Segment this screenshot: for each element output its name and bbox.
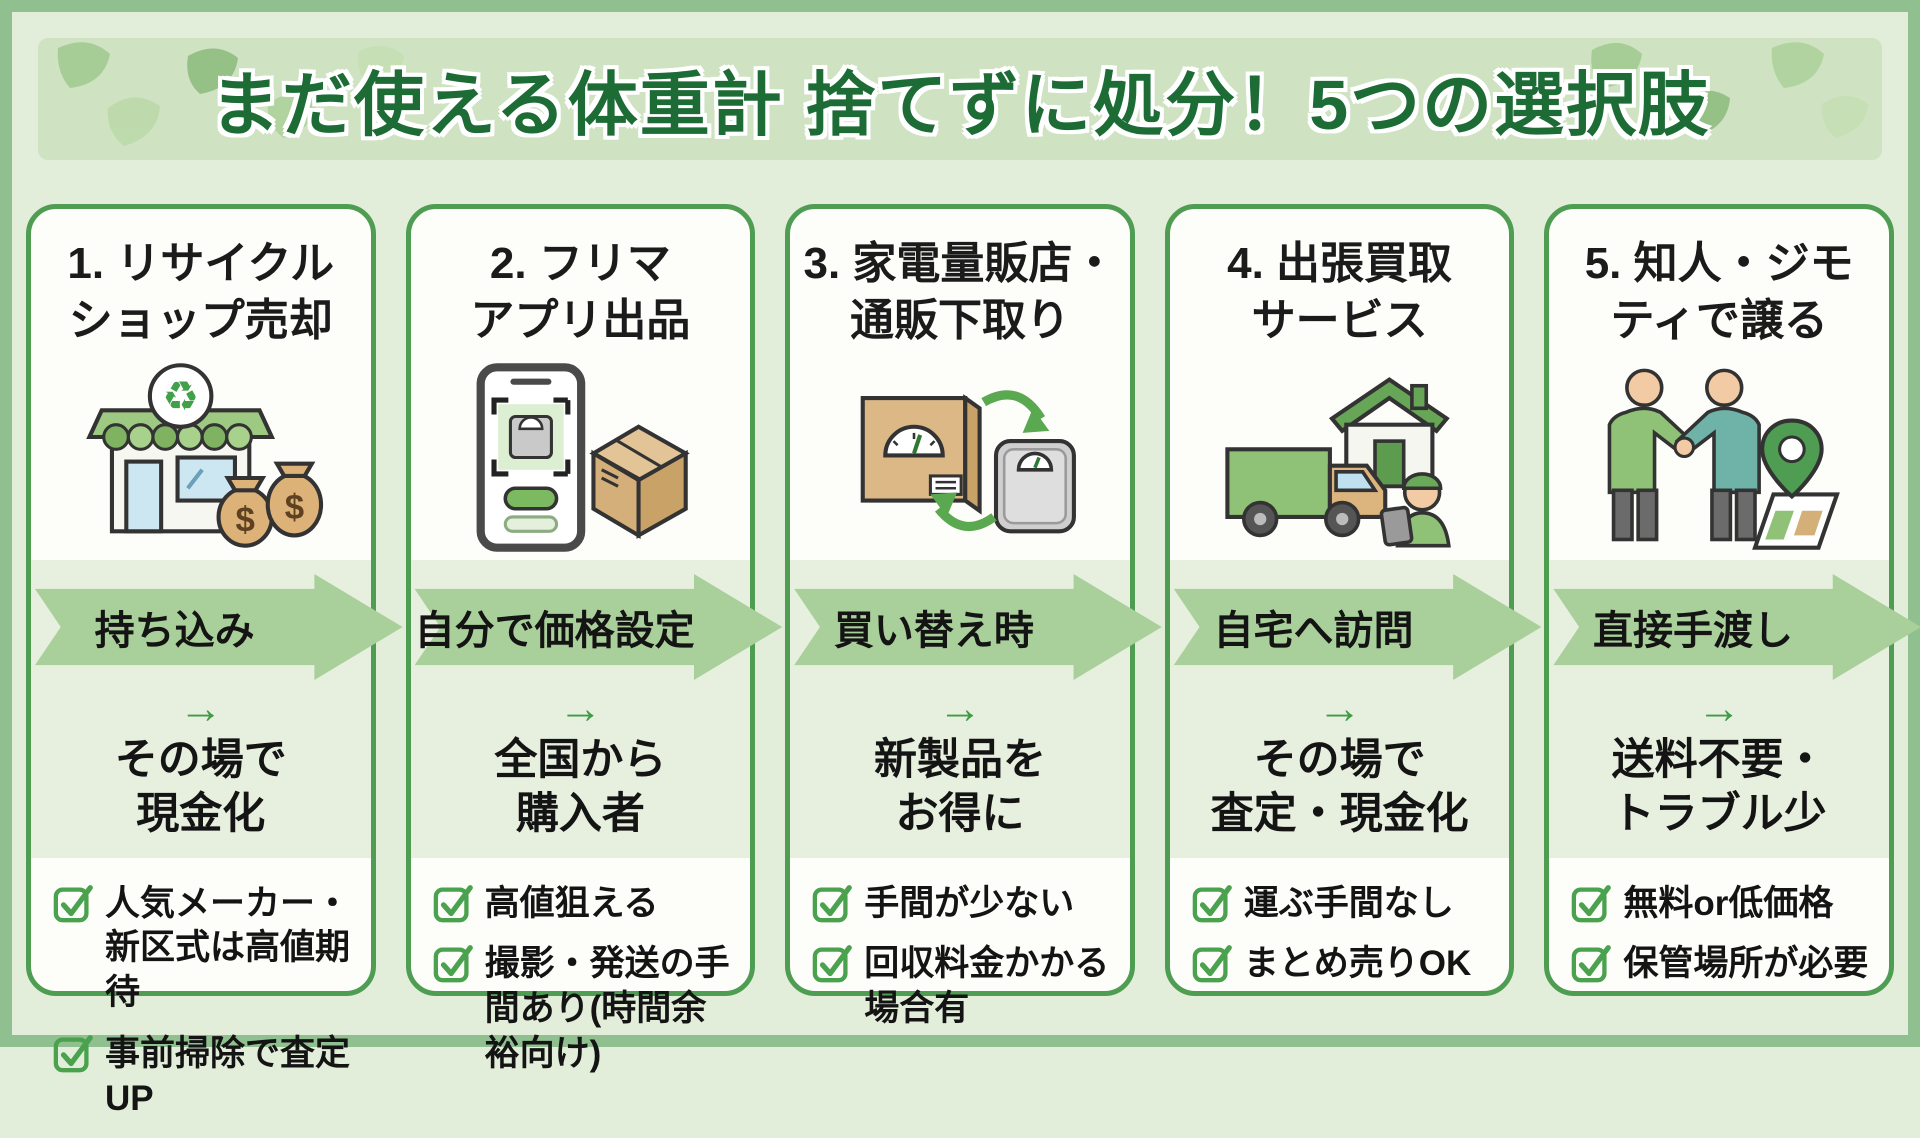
checkbox-icon bbox=[1572, 945, 1612, 983]
flow-band: 自宅へ訪問 → その場で 査定・現金化 bbox=[1169, 560, 1542, 858]
title-banner: まだ使える体重計 捨てずに処分！5つの選択肢 bbox=[38, 38, 1882, 160]
card-tradein: 3. 家電量販店・ 通販下取り bbox=[785, 204, 1162, 1028]
check-list: 無料or低価格 保管場所が必要 bbox=[1549, 858, 1889, 1004]
down-step-arrow-icon: → bbox=[558, 684, 603, 733]
check-item: 回収料金かかる場合有 bbox=[812, 942, 1112, 1032]
card-title: 3. 家電量販店・ 通販下取り bbox=[803, 239, 1117, 346]
card-title: 4. 出張買取 サービス bbox=[1227, 239, 1453, 346]
flow-arrow bbox=[1173, 574, 1542, 680]
down-step-arrow-icon: → bbox=[1317, 684, 1362, 733]
card-recycle-shop: 1. リサイクル ショップ売却 ♻ $ $ bbox=[26, 204, 403, 1118]
check-text: 運ぶ手間なし bbox=[1243, 883, 1454, 923]
check-item: 手間が少ない bbox=[812, 882, 1112, 927]
fleamarket-app-icon bbox=[476, 363, 691, 552]
checkbox-icon bbox=[1572, 884, 1612, 923]
card-title: 1. リサイクル ショップ売却 bbox=[67, 239, 335, 346]
check-text: 無料or低価格 bbox=[1623, 883, 1834, 923]
check-item: 高値狙える bbox=[433, 882, 733, 927]
check-item: 無料or低価格 bbox=[1571, 882, 1871, 927]
check-list: 人気メーカー・新区式は高値期待 事前掃除で査定UP bbox=[31, 858, 371, 1138]
flow-arrow bbox=[414, 574, 783, 680]
flow-result: その場で 現金化 bbox=[114, 736, 287, 838]
checkbox-icon bbox=[53, 1035, 93, 1073]
check-item: 運ぶ手間なし bbox=[1192, 882, 1492, 927]
down-step-arrow-icon: → bbox=[937, 684, 982, 733]
svg-text:$: $ bbox=[235, 500, 254, 539]
check-item: 撮影・発送の手間あり(時間余裕向け) bbox=[433, 942, 733, 1076]
flow-arrow bbox=[794, 574, 1162, 680]
flow-arrow bbox=[35, 574, 403, 680]
checkbox-icon bbox=[1192, 945, 1232, 983]
checkbox-icon bbox=[1192, 884, 1232, 923]
visiting-buyer-icon bbox=[1225, 377, 1452, 548]
check-text: 撮影・発送の手間あり(時間余裕向け) bbox=[484, 944, 730, 1074]
check-text: 手間が少ない bbox=[864, 883, 1075, 923]
check-text: 回収料金かかる場合有 bbox=[864, 944, 1110, 1029]
checkbox-icon bbox=[433, 945, 473, 983]
card-handover: 5. 知人・ジモ ティで譲る 直接手渡し bbox=[1544, 204, 1920, 996]
flow-band: 買い替え時 → 新製品を お得に bbox=[790, 560, 1162, 858]
flow-result: その場で 査定・現金化 bbox=[1210, 736, 1469, 838]
flow-result: 送料不要・ トラブル少 bbox=[1611, 736, 1827, 838]
checkbox-icon bbox=[812, 945, 853, 983]
check-list: 運ぶ手間なし まとめ売りOK bbox=[1170, 858, 1510, 1004]
checkbox-icon bbox=[53, 884, 93, 923]
tradein-icon bbox=[860, 390, 1076, 534]
flow-result: 新製品を お得に bbox=[873, 736, 1046, 838]
check-list: 高値狙える 撮影・発送の手間あり(時間余裕向け) bbox=[411, 858, 751, 1093]
flow-arrow-label: 自宅へ訪問 bbox=[1213, 609, 1414, 653]
recycle-shop-icon: ♻ $ $ bbox=[85, 363, 323, 548]
flow-result: 全国から 購入者 bbox=[494, 736, 667, 838]
handover-icon bbox=[1607, 368, 1840, 550]
card-visiting-buyer: 4. 出張買取 サービス 自宅へ訪問 bbox=[1164, 204, 1542, 996]
flow-band: 直接手渡し → 送料不要・ トラブル少 bbox=[1549, 560, 1920, 858]
card-title: 2. フリマ アプリ出品 bbox=[470, 239, 691, 346]
flow-band: 持ち込み → その場で 現金化 bbox=[31, 560, 403, 858]
check-item: 事前掃除で査定UP bbox=[53, 1032, 353, 1122]
check-list: 手間が少ない 回収料金かかる場合有 bbox=[790, 858, 1130, 1048]
check-text: 事前掃除で査定UP bbox=[105, 1034, 351, 1118]
flow-arrow-label: 買い替え時 bbox=[833, 609, 1034, 653]
down-step-arrow-icon: → bbox=[1697, 684, 1742, 733]
svg-text:$: $ bbox=[284, 488, 303, 527]
flow-arrow-label: 持ち込み bbox=[94, 609, 255, 653]
check-text: 高値狙える bbox=[484, 883, 659, 923]
check-text: 保管場所が必要 bbox=[1623, 944, 1869, 984]
check-text: まとめ売りOK bbox=[1243, 944, 1472, 984]
checkbox-icon bbox=[433, 884, 473, 923]
flow-arrow bbox=[1553, 574, 1920, 680]
check-item: 人気メーカー・新区式は高値期待 bbox=[53, 882, 353, 1016]
check-item: 保管場所が必要 bbox=[1571, 942, 1871, 987]
check-text: 人気メーカー・新区式は高値期待 bbox=[105, 883, 351, 1013]
option-cards: 1. リサイクル ショップ売却 ♻ $ $ bbox=[12, 204, 1920, 1118]
page-title: まだ使える体重計 捨てずに処分！5つの選択肢 bbox=[209, 65, 1711, 144]
svg-text:♻: ♻ bbox=[162, 373, 199, 419]
flow-band: 自分で価格設定 → 全国から 購入者 bbox=[410, 560, 783, 858]
down-step-arrow-icon: → bbox=[178, 684, 223, 733]
flow-arrow-label: 自分で価格設定 bbox=[414, 609, 695, 653]
checkbox-icon bbox=[812, 884, 853, 923]
card-title: 5. 知人・ジモ ティで譲る bbox=[1584, 239, 1854, 346]
flow-arrow-label: 直接手渡し bbox=[1593, 609, 1794, 653]
check-item: まとめ売りOK bbox=[1192, 942, 1492, 987]
card-fleamarket-app: 2. フリマ アプリ出品 bbox=[405, 204, 783, 1073]
